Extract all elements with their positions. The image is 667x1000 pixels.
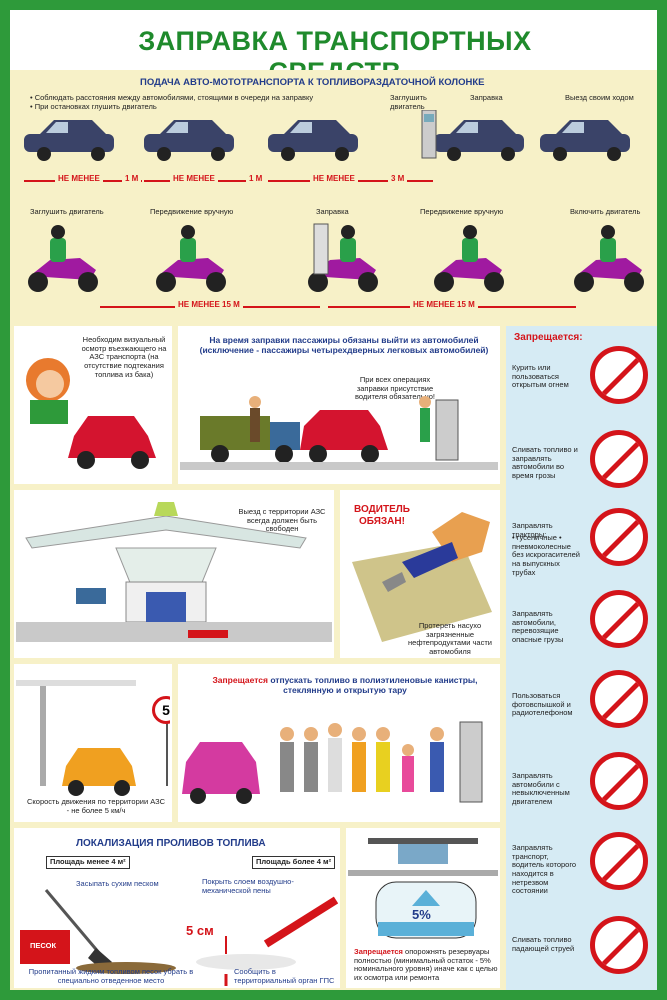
prohibited-item-6: Заправлять автомобили с невыключенным дв… [512,771,570,806]
title-bar: ЗАПРАВКА ТРАНСПОРТНЫХ СРЕДСТВ [10,10,657,87]
motorcycles-illustration [28,223,644,292]
prohibited-item-3: Заправлять тракторы: [512,521,553,539]
moto-label-engine-off: Заглушить двигатель [30,207,104,216]
spill-title: ЛОКАЛИЗАЦИЯ ПРОЛИВОВ ТОПЛИВА [76,838,266,849]
canisters-rule: отпускать топливо в полиэтиленовые канис… [270,675,478,695]
no-thunderstorm-sign [590,430,648,488]
exit-free-text: Выезд с территории АЗС всегда должен быт… [238,507,326,534]
prohibited-item-7: Заправлять транспорт, водитель которого … [512,843,577,896]
driver-must-panel: ВОДИТЕЛЬ ОБЯЗАН! Протереть насухо загряз… [340,490,500,658]
prohibited-heading: Запрещается: [514,332,583,343]
tank-rule: опорожнять резервуары полностью (минимал… [354,947,498,982]
moto-label-push-1: Передвижение вручную [150,207,234,216]
refuel-scene-illustration [180,396,498,470]
foam-depth-label: 5 см [186,923,214,938]
car-note-engine: • При остановках глушить двигатель [30,102,157,111]
spill-panel: ЛОКАЛИЗАЦИЯ ПРОЛИВОВ ТОПЛИВА Площадь мен… [14,828,340,988]
speed-limit-text: Скорость движения по территории АЗС - не… [27,797,165,815]
prohibited-column: Запрещается: Курить или пользоваться отк… [506,326,657,990]
area-more-label: Площадь более 4 м² [252,856,336,869]
car-label-refuel: Заправка [470,93,503,102]
prohibited-item-1: Курить или пользоваться открытым огнем [512,363,569,390]
tank-panel: 5% Запрещается опорожнять резервуары пол… [346,828,500,988]
visual-check-text: Необходим визуальный осмотр въезжающего … [81,335,167,379]
tank-percent-label: 5% [412,907,431,922]
moto-label-push-2: Передвижение вручную [420,207,504,216]
moto-distance-label-1: НЕ МЕНЕЕ 15 М [175,300,243,309]
car-label-engine-off: Заглушить двигатель [390,93,427,111]
sand-box-label: ПЕСОК [30,941,57,950]
area-less-label: Площадь менее 4 м² [46,856,130,869]
moto-distance-label-2: НЕ МЕНЕЕ 15 М [410,300,478,309]
speed-limit-sign: 5 [152,696,170,724]
distance-label-3: НЕ МЕНЕЕ [310,174,358,183]
canisters-panel: Запрещается отпускать топливо в полиэтил… [178,664,500,822]
spill-illustration [20,889,338,986]
no-running-engine-sign [590,752,648,810]
distance-label-1: НЕ МЕНЕЕ [55,174,103,183]
tank-prohibited: Запрещается [354,947,403,956]
poster-body: ЗАПРАВКА ТРАНСПОРТНЫХ СРЕДСТВ ПОДАЧА АВТ… [10,10,657,990]
tractor-details: • гусеничные • пневмоколесные без искрог… [512,533,580,577]
distance-value-3: 3 М [388,174,408,183]
car-label-exit: Выезд своим ходом [565,93,634,102]
canisters-prohibited: Запрещается [212,675,268,685]
foam-instruction: Покрыть слоем воздушно-механической пены [202,877,294,895]
tank-text: Запрещается опорожнять резервуары полнос… [354,947,498,983]
speed-scene-illustration [16,680,168,796]
prohibited-item-8: Сливать топливо падающей струей [512,935,575,953]
sand-remove-text: Пропитанный жидким топливом песок убрать… [28,967,194,985]
visual-check-panel: Необходим визуальный осмотр въезжающего … [14,326,172,484]
fuel-nozzle-illustration [352,512,492,642]
queue-heading: ПОДАЧА АВТО-МОТОТРАНСПОРТА К ТОПЛИВОРАЗД… [140,77,485,88]
report-text: Сообщить в территориальный орган ГПС [234,967,335,985]
canister-queue-illustration [182,721,483,804]
speed-panel: 5 Скорость движения по территории АЗС - … [14,664,172,822]
gas-station-illustration [16,502,332,642]
sand-instruction: Засыпать сухим песком [76,879,159,888]
distance-label-2: НЕ МЕНЕЕ [170,174,218,183]
no-phone-flash-sign [590,670,648,728]
no-hazardous-cargo-sign [590,590,648,648]
moto-label-engine-on: Включить двигатель [570,207,641,216]
driver-must-heading: ВОДИТЕЛЬ ОБЯЗАН! [354,504,410,527]
exit-panel: Выезд с территории АЗС всегда должен быт… [14,490,334,658]
driver-present-text: При всех операциях заправки присутствие … [354,375,436,402]
tank-illustration [348,838,498,939]
car-note-distance: • Соблюдать расстояния между автомобилям… [30,93,314,102]
passengers-panel: На время заправки пассажиры обязаны выйт… [178,326,500,484]
distance-value-1: 1 М [122,174,142,183]
prohibited-item-5: Пользоваться фотовспышкой и радиотелефон… [512,691,573,718]
canisters-text: Запрещается отпускать топливо в полиэтил… [200,675,490,696]
cars-queue-illustration [24,110,630,161]
no-falling-stream-sign [590,916,648,974]
distance-value-2: 1 М [246,174,266,183]
speed-limit-value: 5 [162,702,170,718]
prohibited-item-2: Сливать топливо и заправлять автомобили … [512,445,578,480]
inspector-car-illustration [26,358,156,469]
moto-label-refuel: Заправка [316,207,349,216]
wipe-parts-text: Протереть насухо загрязненные нефтепроду… [408,621,492,656]
passengers-title: На время заправки пассажиры обязаны выйт… [199,335,489,355]
no-tractor-sign [590,508,648,566]
no-smoking-sign [590,346,648,404]
queue-panel: ПОДАЧА АВТО-МОТОТРАНСПОРТА К ТОПЛИВОРАЗД… [10,70,657,320]
no-drunk-driver-sign [590,832,648,890]
prohibited-item-4: Заправлять автомобили, перевозящие опасн… [512,609,564,644]
